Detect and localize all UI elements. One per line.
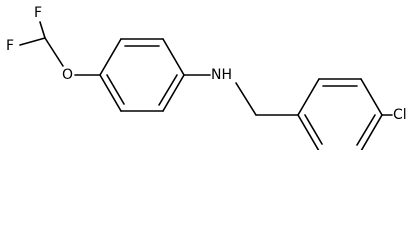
atom-label-nh: NH xyxy=(211,67,232,83)
ring1-bond-1 xyxy=(99,38,122,76)
ring2-bond-3 xyxy=(360,78,383,116)
atom-label-o: O xyxy=(62,67,73,83)
atom-label-cl: Cl xyxy=(393,107,407,123)
atom-label-f-top: F xyxy=(34,5,42,21)
ring1-bond-4 xyxy=(162,74,185,112)
ring2-inner-bond-right xyxy=(356,114,376,146)
ring2-bond-4 xyxy=(360,114,383,150)
ring1-inner-bond-left xyxy=(106,74,125,105)
ring2-bond-1 xyxy=(297,78,320,116)
structure-canvas: F F O NH Cl xyxy=(6,5,407,150)
ring1-inner-bond-right xyxy=(158,74,178,106)
chemical-structure-diagram: F F O NH Cl xyxy=(6,5,407,150)
ring2-inner-bond-left xyxy=(304,114,323,145)
bond-cf-left xyxy=(19,37,46,46)
atom-label-f-left: F xyxy=(6,38,14,54)
ring1-bond-6 xyxy=(99,74,122,112)
bond-n-ch2 xyxy=(235,82,257,116)
ring1-bond-3 xyxy=(162,38,185,76)
ring2-bond-6 xyxy=(297,114,320,150)
bond-c-o xyxy=(44,37,64,67)
bond-cf-top xyxy=(39,21,46,39)
